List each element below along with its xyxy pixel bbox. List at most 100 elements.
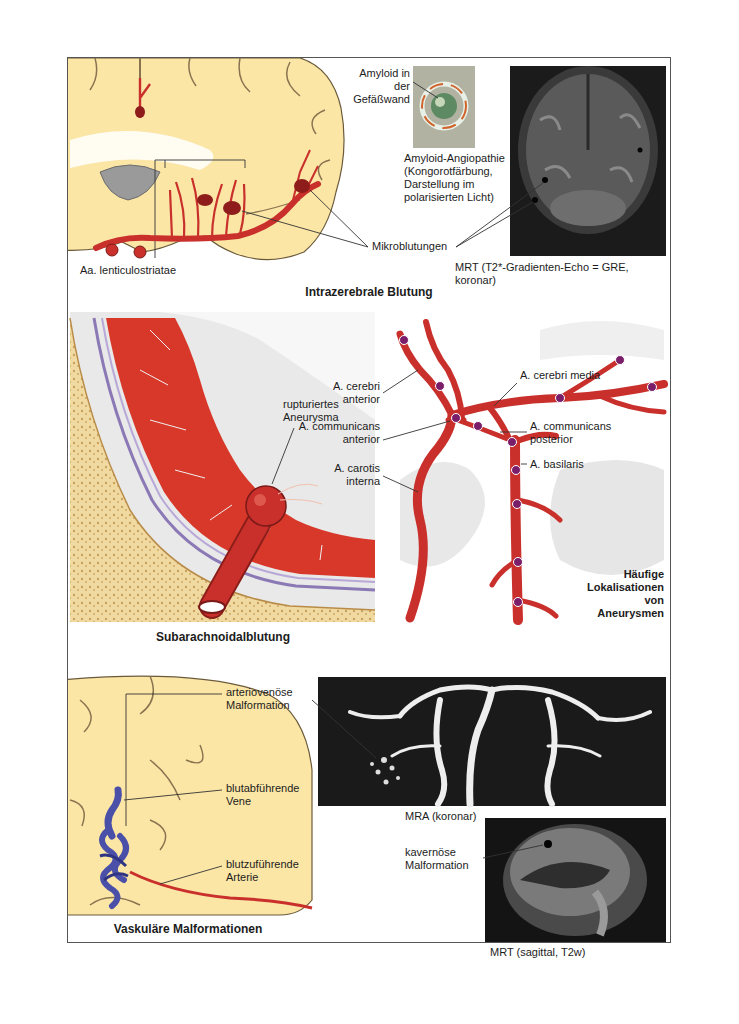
mri-sagittal [510,828,630,916]
sah-illustration [70,318,375,622]
leader-line [456,202,533,247]
mra-image [376,770,381,775]
artery-illustration [512,466,521,475]
brain-coronal [155,160,245,258]
histology-photo [413,66,475,148]
sah-illustration [70,318,375,610]
artery-illustration [436,382,445,391]
brain-sagittal [130,872,312,908]
artery-illustration [383,370,418,393]
histology-photo [413,66,475,148]
brain-coronal [70,131,213,170]
mri-image [518,66,658,234]
mri-image [526,74,650,226]
histology-photo [422,84,466,128]
sah-illustration [70,312,375,622]
mra-image [370,762,374,766]
sah-illustration [254,494,266,506]
brain-sagittal [102,830,126,906]
mra-image [350,687,650,804]
mri-image [542,177,548,183]
mri-sagittal [503,824,647,936]
mra-image [312,677,666,806]
brain-coronal [68,58,344,260]
brain-coronal [292,150,318,204]
artery-illustration [383,370,527,492]
artery-illustration [514,598,523,607]
artery-illustration [410,415,452,618]
histology-photo [431,93,457,119]
sah-illustration [272,428,294,484]
brain-coronal [68,58,344,260]
image-caption: MRA (koronar) [405,810,477,823]
mri-sagittal [485,818,666,942]
image-caption: Amyloid-Angiopathie (Kongorotfärbung, Da… [404,152,508,204]
mri-sagittal [520,862,610,888]
mra-image [390,766,395,771]
brain-sagittal [126,694,222,826]
artery-illustration [492,500,560,616]
brain-sagittal [160,866,222,884]
artery-illustration [648,383,657,392]
mra-image [350,712,650,720]
sah-illustration [212,524,258,606]
artery-illustration [550,460,664,575]
mra-image [400,687,492,716]
leader-line [413,82,438,98]
brain-coronal [170,178,245,238]
sah-illustration [246,486,286,526]
image-caption: MRT (T2*-Gradienten-Echo = GRE, koronar) [455,261,660,287]
brain-coronal [294,179,310,193]
brain-sagittal [108,790,118,836]
artery-illustration [494,383,517,406]
callout-label: blutzuführende Arterie [226,858,310,884]
mri-image [510,66,666,256]
mra-image [436,700,444,804]
artery-illustration [400,322,664,620]
leader-line [310,190,368,247]
artery-illustration [560,360,664,412]
callout-label: Amyloid in der Gefäßwand [348,67,410,106]
callout-label: arteriovenöse Malformation [226,686,308,712]
callout-label: kavernöse Malformation [405,846,481,872]
artery-illustration [400,336,409,345]
artery-illustration [400,334,452,415]
brain-sagittal [100,855,128,880]
artery-illustration [383,476,418,492]
brain-sagittal [68,676,312,915]
mra-image [392,746,600,756]
histology-photo [422,84,466,128]
mri-image [638,148,643,153]
image-heading: Häufige Lokalisationen von Aneurysmen [578,568,664,620]
sah-illustration [140,330,322,560]
mri-sagittal [483,845,543,858]
artery-illustration [452,384,664,415]
artery-illustration [383,312,667,624]
sah-illustration [212,524,258,606]
sah-illustration [278,484,322,504]
artery-illustration [616,356,625,365]
mra-image [370,757,400,785]
artery-illustration [474,422,483,431]
brain-coronal [134,246,146,258]
mra-image [547,700,554,804]
mri-sagittal [483,818,666,942]
brain-coronal [106,244,118,256]
mra-image [492,687,598,718]
mra-image [318,677,666,806]
sah-illustration [199,601,225,613]
artery-illustration [513,500,522,509]
artery-illustration [426,322,462,418]
section-title: Subarachnoidalblutung [68,630,378,644]
artery-name: A. cerebri anterior [318,380,380,406]
mri-sagittal [595,892,604,935]
mra-image [381,757,387,763]
artery-illustration [521,464,527,465]
mri-image [540,115,640,182]
artery-name: A. basilaris [530,458,584,471]
artery-name: A. communicans anterior [298,420,380,446]
section-title: Intrazerebrale Blutung [68,285,670,299]
mri-sagittal [544,840,552,848]
histology-photo [435,97,445,107]
